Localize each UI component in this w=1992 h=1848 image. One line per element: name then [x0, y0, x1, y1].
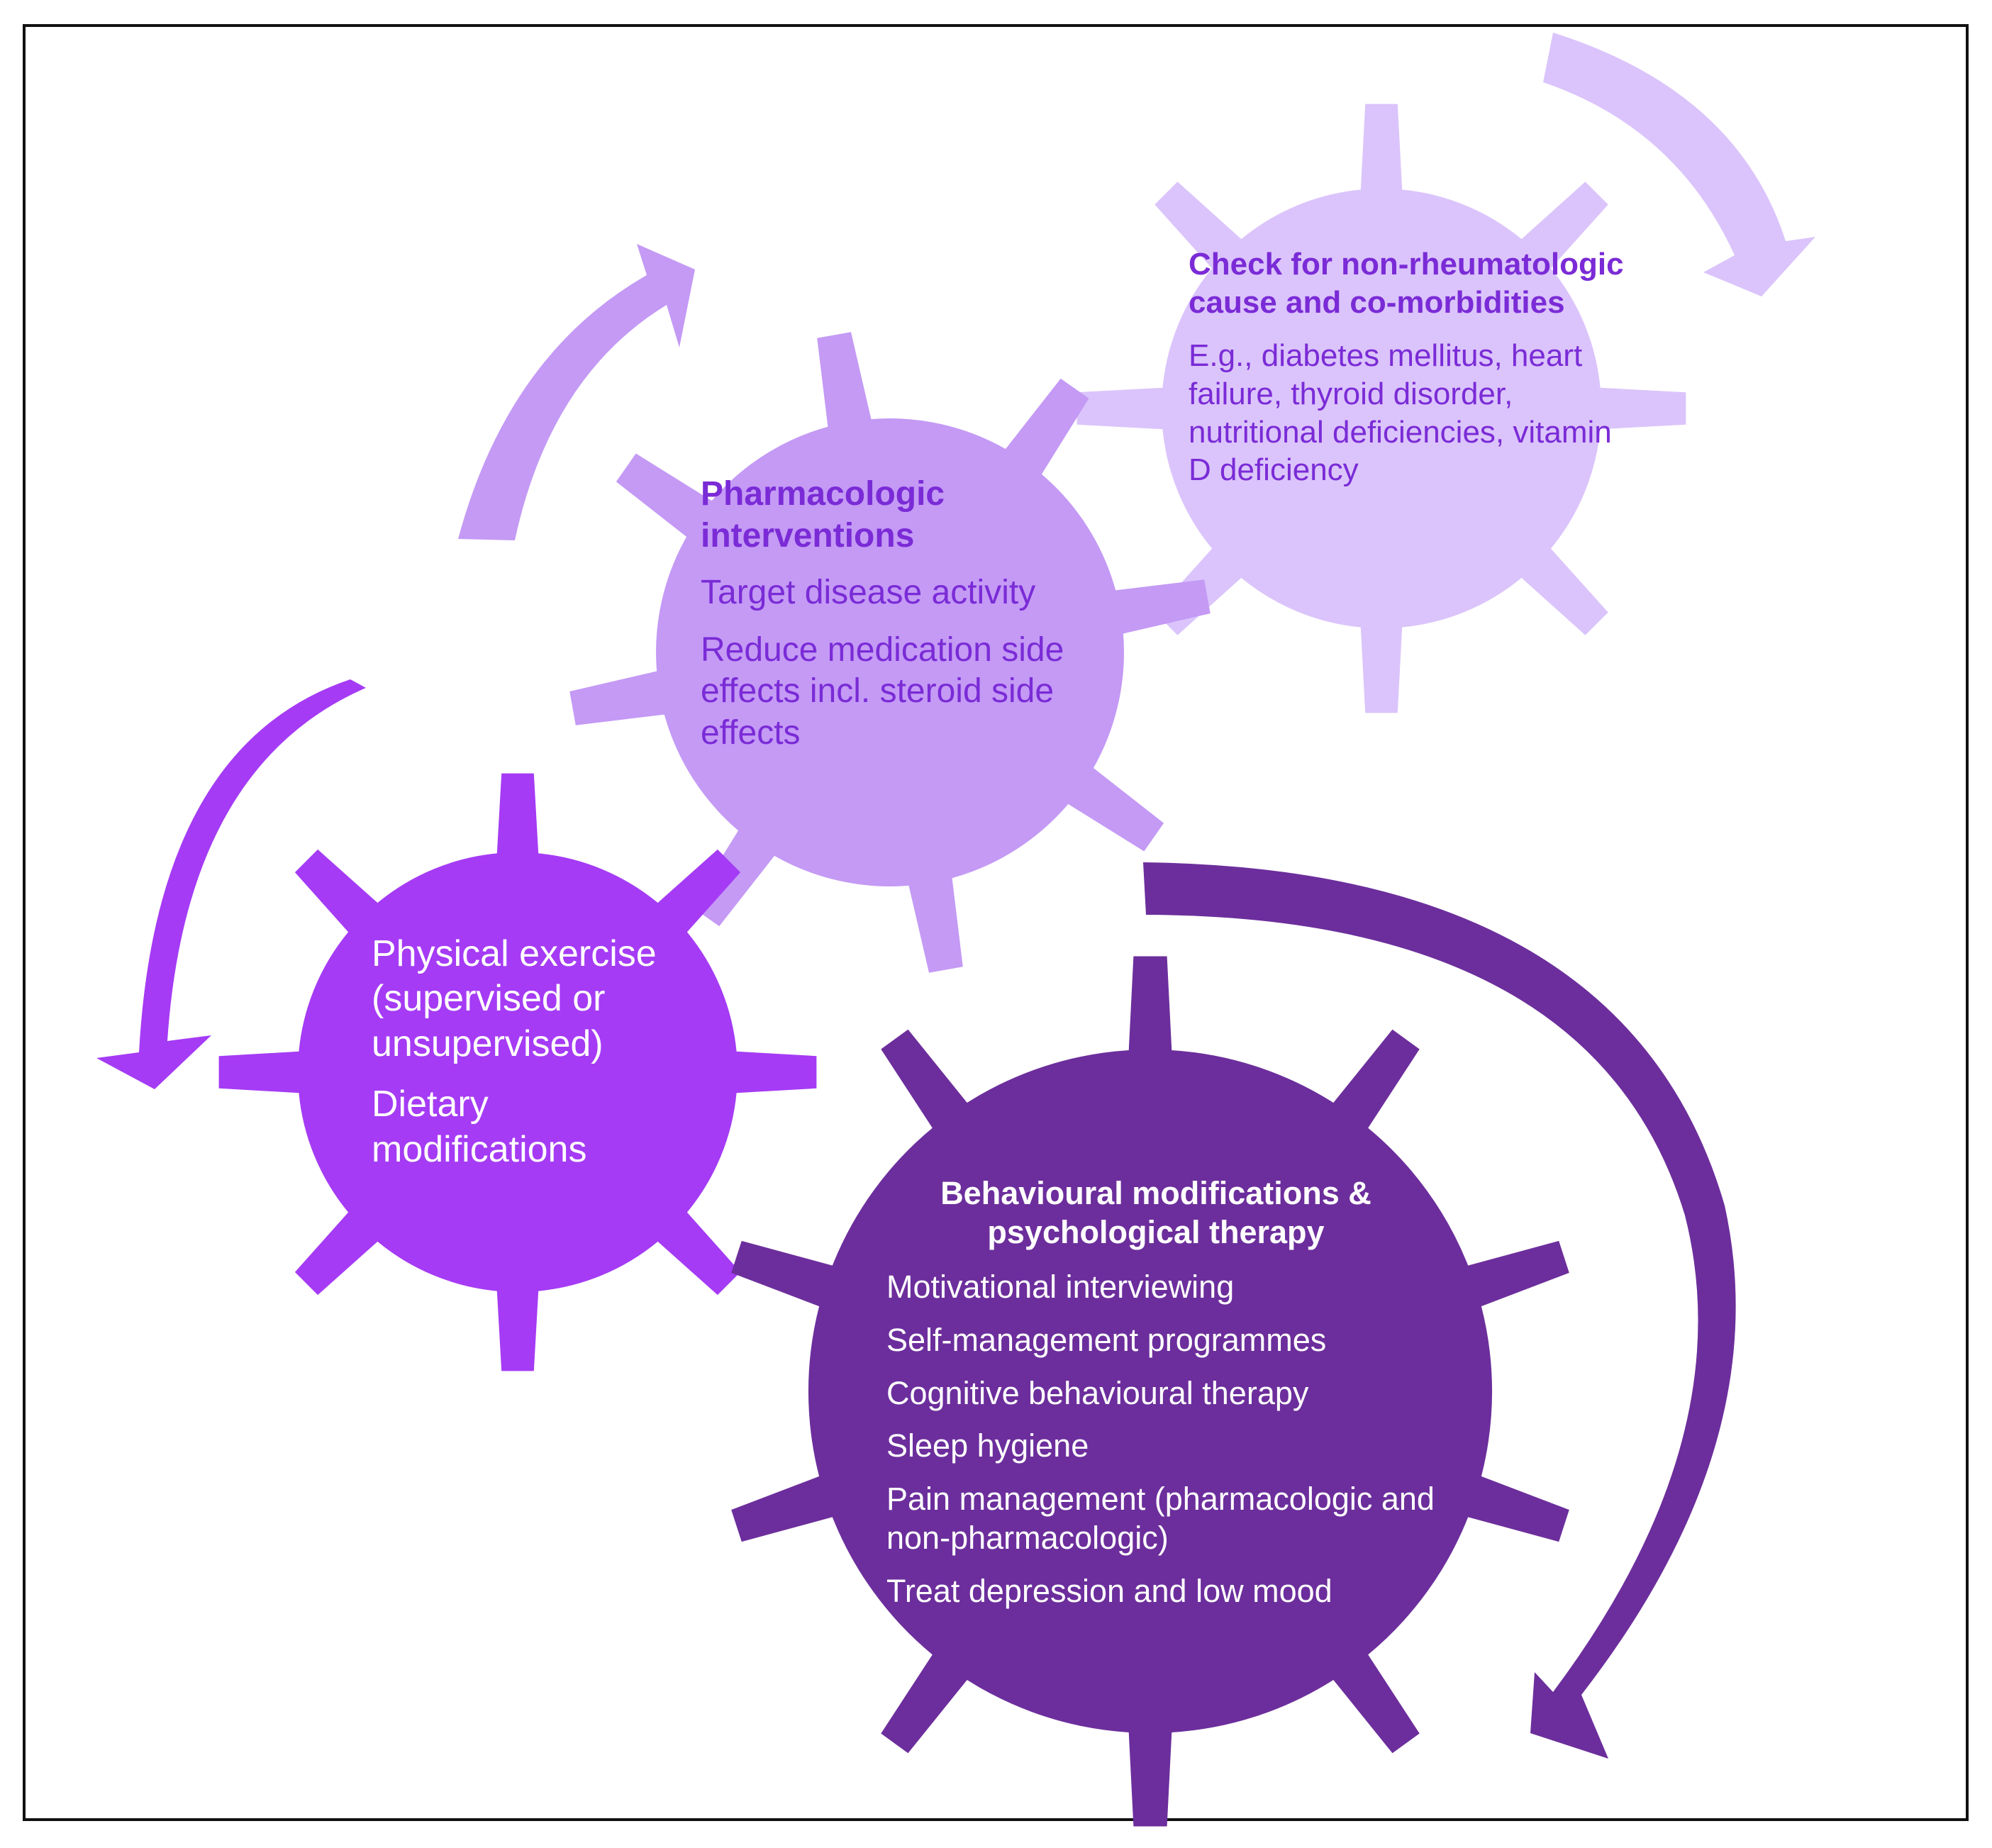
arrow-comorbidities: [1543, 33, 1815, 296]
pharmacologic-title: Pharmacologic interventions: [701, 475, 945, 555]
gear-pharmacologic: [569, 332, 1211, 973]
target-disease-item: Target disease activity: [701, 574, 1036, 612]
diagram-frame: [23, 24, 1969, 1821]
physical-exercise-item: Physical exercise (supervised or unsuper…: [372, 933, 657, 1064]
arrow-pharmacologic: [458, 244, 695, 540]
gear-comorbidities-text: Check for non-rheumatologic cause and co…: [1189, 245, 1642, 489]
reduce-side-effects-item: Reduce medication side effects incl. ste…: [701, 630, 1064, 752]
arrow-physical: [96, 679, 366, 1089]
behavioural-item: Motivational interviewing: [886, 1268, 1235, 1305]
comorbidities-examples: E.g., diabetes mellitus, heart failure, …: [1189, 338, 1612, 488]
gear-behavioural: [731, 956, 1569, 1827]
gear-physical-text: Physical exercise (supervised or unsuper…: [372, 932, 698, 1172]
dietary-modifications-item: Dietary modifications: [372, 1084, 587, 1170]
gear-comorbidities: [1076, 104, 1686, 713]
gear-physical: [218, 773, 817, 1371]
behavioural-item: Self-management programmes: [886, 1321, 1327, 1358]
behavioural-item: Cognitive behavioural therapy: [886, 1374, 1309, 1411]
comorbidities-title: Check for non-rheumatologic cause and co…: [1189, 247, 1624, 320]
behavioural-item: Pain management (pharmacologic and non-p…: [886, 1481, 1435, 1557]
gear-behavioural-text: Behavioural modifications & psychologica…: [886, 1160, 1440, 1611]
gear-pharmacologic-text: Pharmacologic interventions Target disea…: [701, 474, 1098, 754]
behavioural-item: Treat depression and low mood: [886, 1573, 1332, 1610]
behavioural-title: Behavioural modifications & psychologica…: [940, 1175, 1371, 1250]
behavioural-item: Sleep hygiene: [886, 1427, 1089, 1464]
